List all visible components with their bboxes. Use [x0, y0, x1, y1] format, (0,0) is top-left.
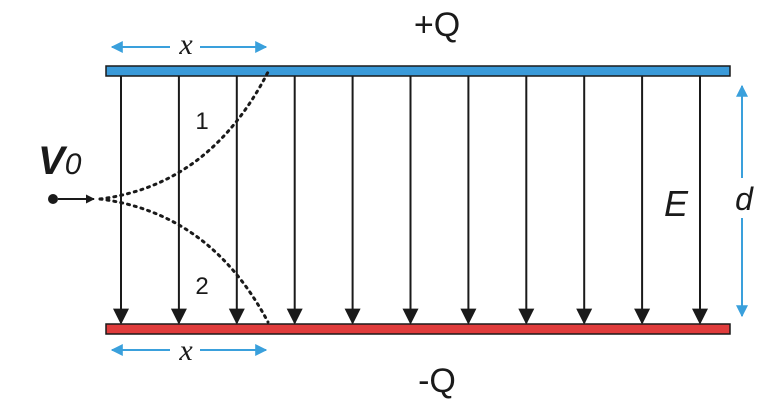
separation-label-backdrop — [733, 178, 753, 218]
trajectory-1 — [98, 70, 270, 201]
top-plate-charge-label: +Q — [414, 6, 460, 44]
field-label-backdrop — [660, 180, 692, 220]
bottom-plate-charge-label: -Q — [418, 362, 456, 400]
separation-label: d — [735, 181, 754, 217]
field-lines — [113, 76, 708, 325]
path-2-label-backdrop — [192, 270, 212, 298]
velocity-label: V0 — [38, 139, 82, 183]
top-plate — [105, 65, 731, 77]
path-2-label: 2 — [195, 273, 208, 300]
field-label: E — [664, 183, 689, 224]
trajectory-2 — [98, 197, 270, 324]
path-1-label-backdrop — [192, 106, 212, 134]
bottom-distance-label: x — [178, 334, 193, 367]
particle — [48, 194, 58, 204]
velocity-subscript: 0 — [65, 148, 82, 181]
path-1-label: 1 — [195, 108, 208, 135]
bottom-plate — [105, 323, 731, 335]
velocity-symbol: V — [38, 139, 68, 183]
top-distance-label: x — [178, 28, 193, 61]
